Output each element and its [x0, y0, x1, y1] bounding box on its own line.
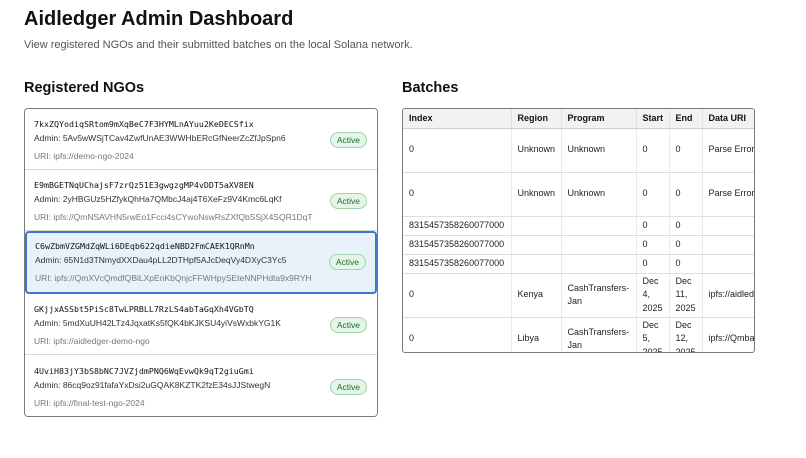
table-cell: 0 — [636, 254, 670, 274]
ngo-admin: Admin: 5mdXuUH42LTz4JqxatKs5fQK4bKJKSU4y… — [34, 318, 281, 328]
table-cell: Dec 5, 2025 — [636, 317, 670, 352]
ngo-card[interactable]: GKjjxASSbt5PiSc8TwLPRBLL7RzLS4abTaGqXh4V… — [25, 294, 377, 355]
table-cell — [561, 254, 637, 274]
table-cell: Unknown — [511, 172, 562, 217]
table-cell: 0 — [669, 254, 703, 274]
ngo-card[interactable]: C6wZbmVZGMdZqWLi6DEqb622qdieNBD2FmCAEK1Q… — [25, 231, 377, 294]
table-cell: 0 — [669, 128, 703, 173]
table-cell: Parse Error — [702, 172, 754, 217]
status-badge: Active — [328, 254, 366, 270]
table-cell: 0 — [669, 235, 703, 255]
ngo-key: E9mBGETNqUChajsF7zrQz51E3gwgzgMP4vDDT5aX… — [34, 180, 254, 190]
ngo-uri: URI: ipfs://QmNSAVHN5rwEo1Fcci4sCYwoNswR… — [34, 212, 313, 222]
table-cell: Dec 12, 2025 — [669, 317, 703, 352]
ngo-key: 4UviH83jY3bS8bNC7JVZjdmPNQ6WqEvwQk9qT2gi… — [34, 366, 254, 376]
page-title: Aidledger Admin Dashboard — [24, 8, 294, 30]
table-cell: CashTransfers-Jan — [561, 317, 637, 352]
table-cell: 0 — [636, 128, 670, 173]
table-cell — [702, 216, 754, 236]
table-cell: Dec 4, 2025 — [636, 273, 670, 318]
ngo-key: GKjjxASSbt5PiSc8TwLPRBLL7RzLS4abTaGqXh4V… — [34, 304, 254, 314]
ngo-uri: URI: ipfs://QmXVcQmdfQBiLXpEnKbQnjcFFWHp… — [35, 273, 312, 283]
table-cell: Libya — [511, 317, 562, 352]
table-cell: Unknown — [561, 128, 637, 173]
table-cell — [511, 235, 562, 255]
table-cell — [511, 254, 562, 274]
page-subtitle: View registered NGOs and their submitted… — [24, 39, 413, 51]
batches-section-title: Batches — [402, 80, 459, 96]
table-cell: 0 — [403, 128, 512, 173]
table-cell: Dec 11, 2025 — [669, 273, 703, 318]
ngo-admin: Admin: 5Av5wWSjTCav4ZwfUnAE3WWHbERcGfNee… — [34, 133, 286, 143]
table-cell — [561, 235, 637, 255]
ngo-card[interactable]: E9mBGETNqUChajsF7zrQz51E3gwgzgMP4vDDT5aX… — [25, 170, 377, 231]
table-cell: Unknown — [511, 128, 562, 173]
table-cell — [702, 254, 754, 274]
table-cell: Unknown — [561, 172, 637, 217]
table-cell: 0 — [636, 216, 670, 236]
ngo-uri: URI: ipfs://demo-ngo-2024 — [34, 151, 134, 161]
column-header[interactable]: End — [669, 109, 703, 129]
table-cell: 0 — [669, 172, 703, 217]
table-cell — [511, 216, 562, 236]
table-cell: 0 — [403, 317, 512, 352]
table-cell: 8315457358260077000 — [403, 254, 512, 274]
table-cell: 0 — [636, 235, 670, 255]
table-cell: Kenya — [511, 273, 562, 318]
column-header[interactable]: Start — [636, 109, 670, 129]
column-header[interactable]: Data URI — [702, 109, 754, 129]
ngo-list: 7kxZQYodiqSRtom9mXqBeC7F3HYMLnAYuu2KeDEC… — [24, 108, 378, 417]
ngo-admin: Admin: 65N1d3TNmydXXDau4pLL2DTHpf5AJcDeq… — [35, 255, 287, 265]
table-cell: Parse Error — [702, 128, 754, 173]
ngos-section-title: Registered NGOs — [24, 80, 145, 96]
table-cell: 0 — [403, 172, 512, 217]
table-cell — [702, 235, 754, 255]
table-cell: CashTransfers-Jan — [561, 273, 637, 318]
table-cell: 0 — [669, 216, 703, 236]
column-header[interactable]: Region — [511, 109, 562, 129]
table-cell — [561, 216, 637, 236]
status-badge: Active — [329, 132, 367, 148]
table-cell: ipfs://Qmba — [702, 317, 754, 352]
table-cell: 0 — [636, 172, 670, 217]
column-header[interactable]: Program — [561, 109, 637, 129]
ngo-uri: URI: ipfs://aidledger-demo-ngo — [34, 336, 150, 346]
table-cell: 0 — [403, 273, 512, 318]
ngo-key: 7kxZQYodiqSRtom9mXqBeC7F3HYMLnAYuu2KeDEC… — [34, 119, 254, 129]
ngo-key: C6wZbmVZGMdZqWLi6DEqb622qdieNBD2FmCAEK1Q… — [35, 241, 255, 251]
status-badge: Active — [329, 193, 367, 209]
ngo-card[interactable]: 7kxZQYodiqSRtom9mXqBeC7F3HYMLnAYuu2KeDEC… — [25, 109, 377, 170]
ngo-uri: URI: ipfs://final-test-ngo-2024 — [34, 398, 145, 408]
table-cell: ipfs://aidledger — [702, 273, 754, 318]
ngo-card[interactable]: 4UviH83jY3bS8bNC7JVZjdmPNQ6WqEvwQk9qT2gi… — [25, 356, 377, 416]
table-cell: 8315457358260077000 — [403, 216, 512, 236]
table-cell: 8315457358260077000 — [403, 235, 512, 255]
ngo-admin: Admin: 86cq9oz91fafaYxDsi2uGQAK8KZTK2fzE… — [34, 380, 271, 390]
status-badge: Active — [329, 317, 367, 333]
ngo-admin: Admin: 2yHBGUz5HZfykQhHa7QMbcJ4aj4T6XeFz… — [34, 194, 282, 204]
column-header[interactable]: Index — [403, 109, 512, 129]
status-badge: Active — [329, 379, 367, 395]
